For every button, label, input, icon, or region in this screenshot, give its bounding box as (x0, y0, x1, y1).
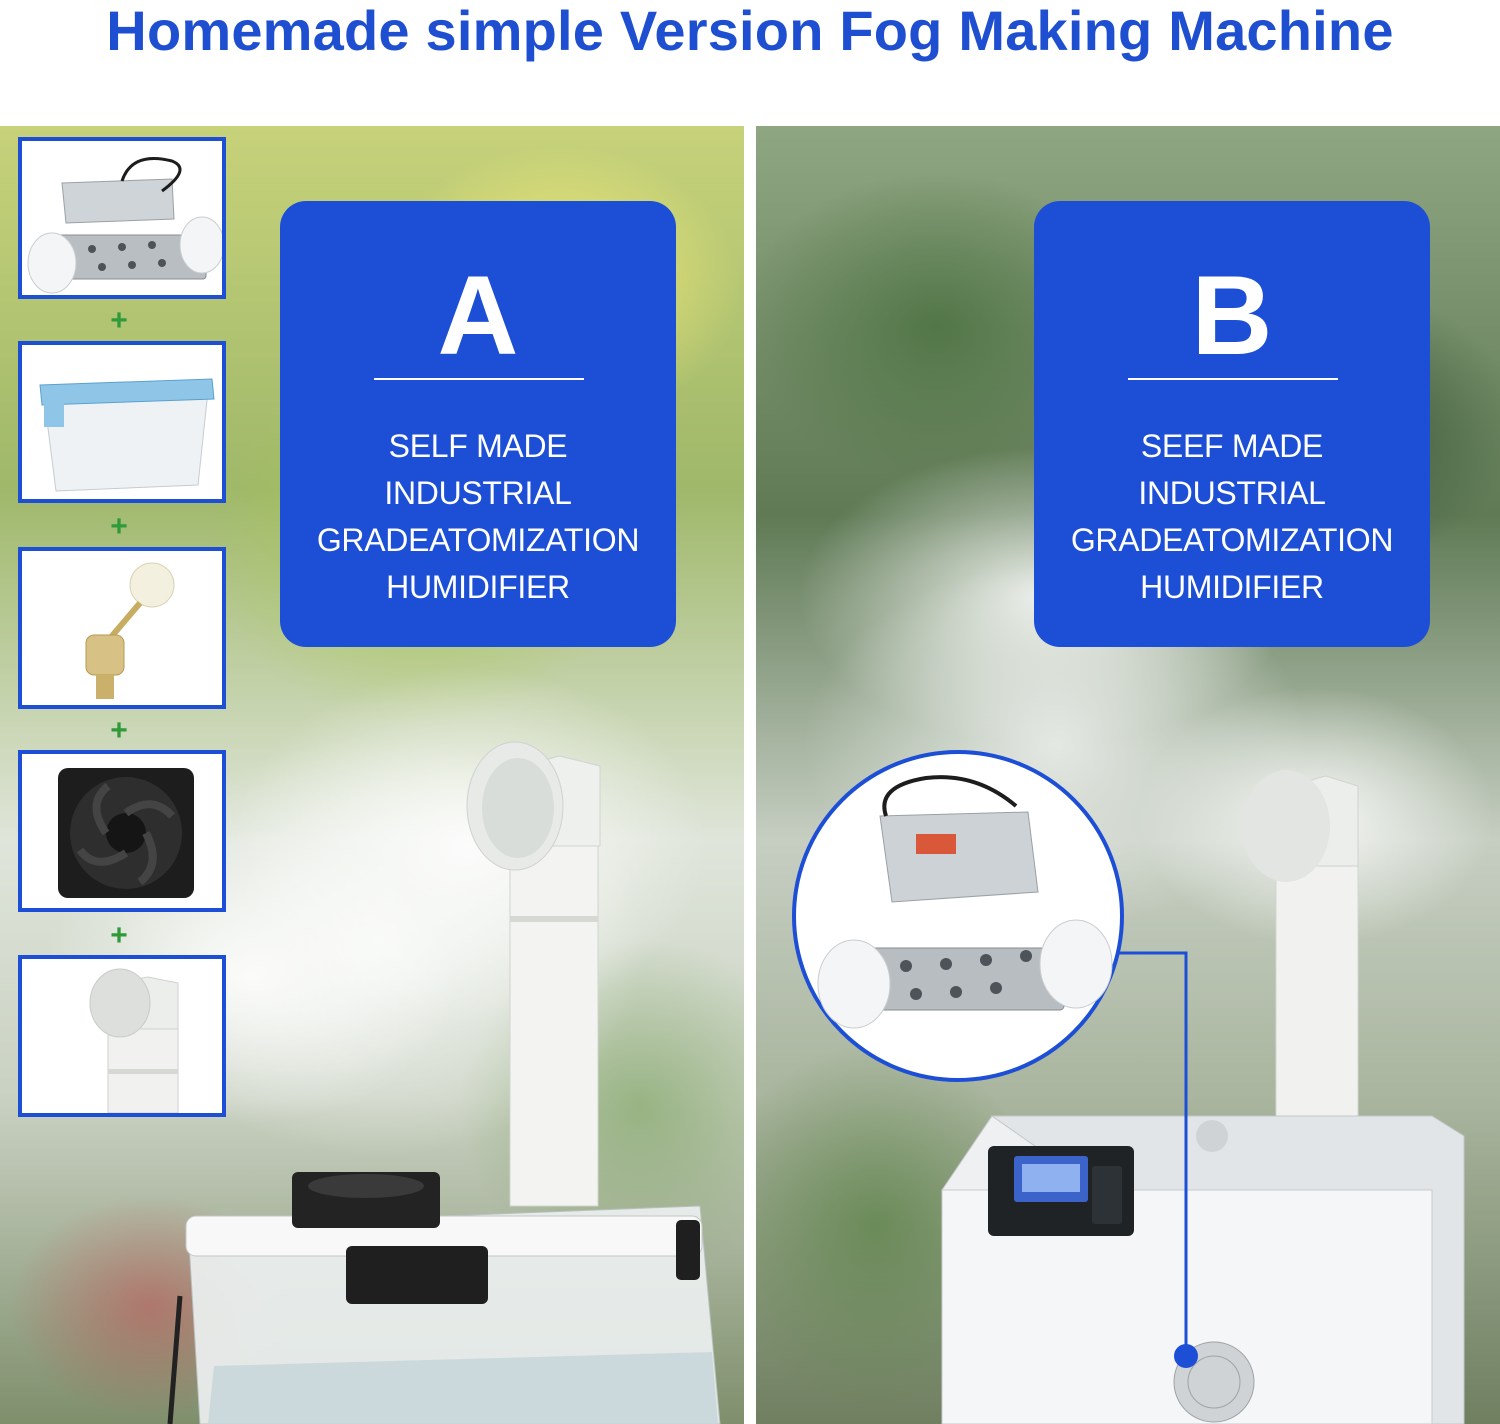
humidifier-b-illustration (792, 750, 1465, 1424)
card-divider (1128, 378, 1338, 380)
option-b-line: INDUSTRIAL (1138, 475, 1326, 511)
elbow-pipe-icon (89, 968, 179, 1113)
option-b-description: SEEF MADE INDUSTRIAL GRADEATOMIZATION HU… (1034, 423, 1430, 611)
storage-box-thumbnail (18, 341, 226, 503)
storage-box-icon (39, 378, 215, 492)
option-b-line: GRADEATOMIZATION (1070, 522, 1394, 558)
option-a-description: SELF MADE INDUSTRIAL GRADEATOMIZATION HU… (280, 423, 676, 611)
option-b-letter: B (1191, 253, 1273, 378)
option-b-line: HUMIDIFIER (1140, 569, 1324, 605)
option-a-line: GRADEATOMIZATION (316, 522, 640, 558)
cooling-fan-thumbnail (18, 750, 226, 912)
plus-sign: + (110, 919, 128, 952)
float-valve-thumbnail (18, 547, 226, 709)
plus-sign: + (110, 714, 128, 747)
elbow-pipe-thumbnail (18, 955, 226, 1117)
cooling-fan-icon (58, 768, 194, 898)
plus-sign: + (110, 510, 128, 543)
option-a-line: HUMIDIFIER (386, 569, 570, 605)
option-b-line: SEEF MADE (1140, 428, 1324, 464)
option-a-line: SELF MADE (388, 428, 568, 464)
page-title: Homemade simple Version Fog Making Machi… (106, 0, 1394, 62)
option-a-letter: A (437, 253, 519, 378)
float-valve-icon (85, 562, 175, 699)
card-divider (374, 378, 584, 380)
atomizer-kit-icon (27, 157, 222, 294)
atomizer-kit-thumbnail (18, 137, 226, 299)
option-a-card: A SELF MADE INDUSTRIAL GRADEATOMIZATION … (280, 201, 676, 647)
option-a-line: INDUSTRIAL (384, 475, 572, 511)
plus-sign: + (110, 304, 128, 337)
option-b-card: B SEEF MADE INDUSTRIAL GRADEATOMIZATION … (1034, 201, 1430, 647)
humidifier-a-illustration (167, 741, 721, 1424)
